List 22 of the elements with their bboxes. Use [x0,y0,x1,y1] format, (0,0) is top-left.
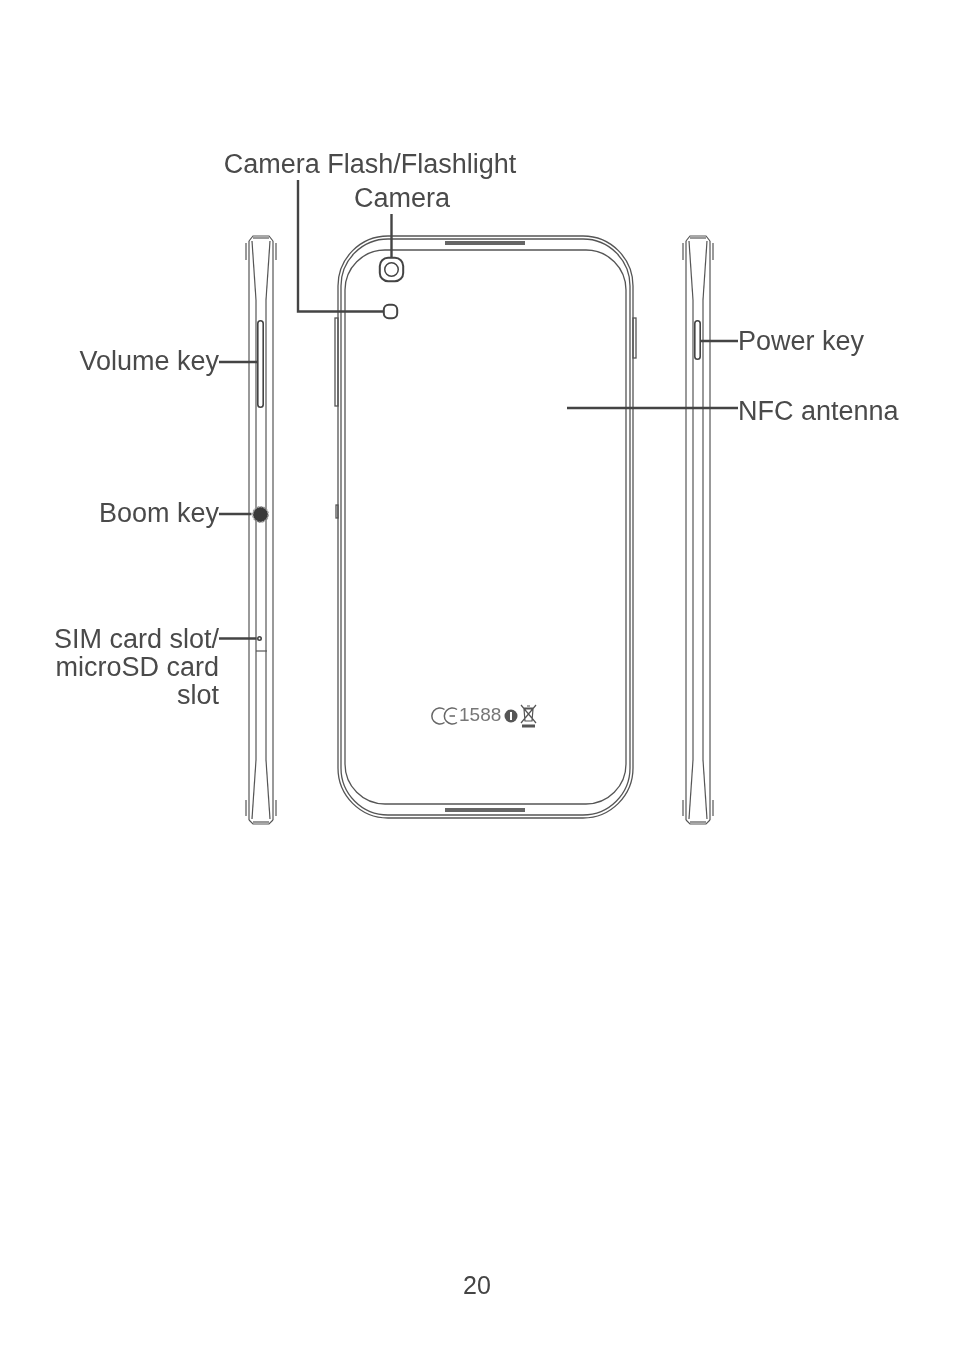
leader-line [701,339,738,343]
callout-label: Camera Flash/Flashlight [223,149,517,180]
leader-line [219,637,257,640]
power-key [694,320,701,360]
leader-line [219,512,252,516]
boom-key [251,505,269,523]
page-number: 20 [463,1271,491,1300]
callout-label: SIM card slot/ microSD card slot [45,625,219,709]
leader-line [390,214,393,257]
callout-label: Boom key [98,498,219,529]
camera-flash [383,304,398,319]
callout-label: Volume key [79,346,219,377]
callout-label: NFC antenna [738,396,899,427]
sim-card-slot [256,636,262,641]
leader-line [219,360,257,364]
certification-number: 1588 [459,704,502,726]
leader-line [296,180,383,313]
camera-lens [379,257,404,282]
callout-label: Camera [354,183,450,214]
volume-key [257,320,264,408]
leader-line [567,406,738,410]
callout-label: Power key [738,326,865,357]
